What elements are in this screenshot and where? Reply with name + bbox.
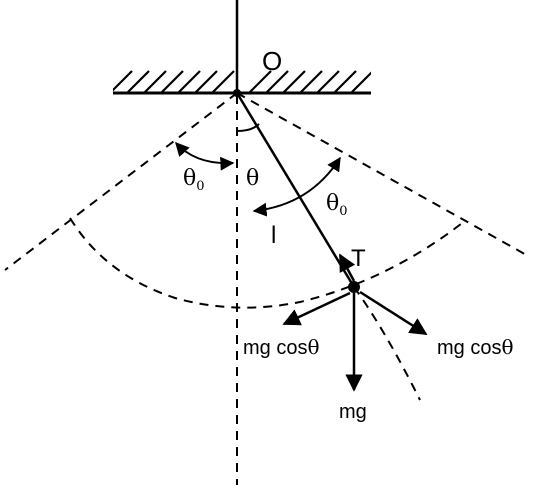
- theta-angle-arc: [236, 123, 260, 132]
- pivot-point: [233, 89, 241, 97]
- theta0-right-subscript: 0: [339, 204, 347, 219]
- theta0-right-arrow: [252, 156, 341, 217]
- component-arrow-left: [282, 291, 351, 326]
- theta0-right-label: θ0: [326, 191, 348, 219]
- theta0-left-subscript: 0: [196, 179, 204, 194]
- string-extension-dashed: [353, 286, 421, 401]
- weight-label: mg: [339, 401, 367, 423]
- mg-cos-right-label: mg cosθ: [437, 335, 514, 359]
- pivot-label: O: [262, 46, 282, 76]
- arc-length-label: l: [271, 222, 276, 249]
- theta-label: θ: [246, 166, 259, 191]
- tension-arrow: [338, 253, 356, 282]
- extreme-position-right: [236, 92, 531, 258]
- tension-label: T: [351, 245, 366, 272]
- component-arrow-right: [359, 290, 428, 336]
- ceiling-support: [113, 70, 371, 95]
- mg-cos-left-label: mg cosθ: [243, 335, 320, 359]
- pendulum-bob: [348, 281, 360, 293]
- theta0-left-arrow: [175, 141, 235, 171]
- swing-arc: [69, 217, 467, 309]
- theta0-left-label: θ0: [183, 166, 205, 194]
- extreme-position-left: [4, 92, 238, 271]
